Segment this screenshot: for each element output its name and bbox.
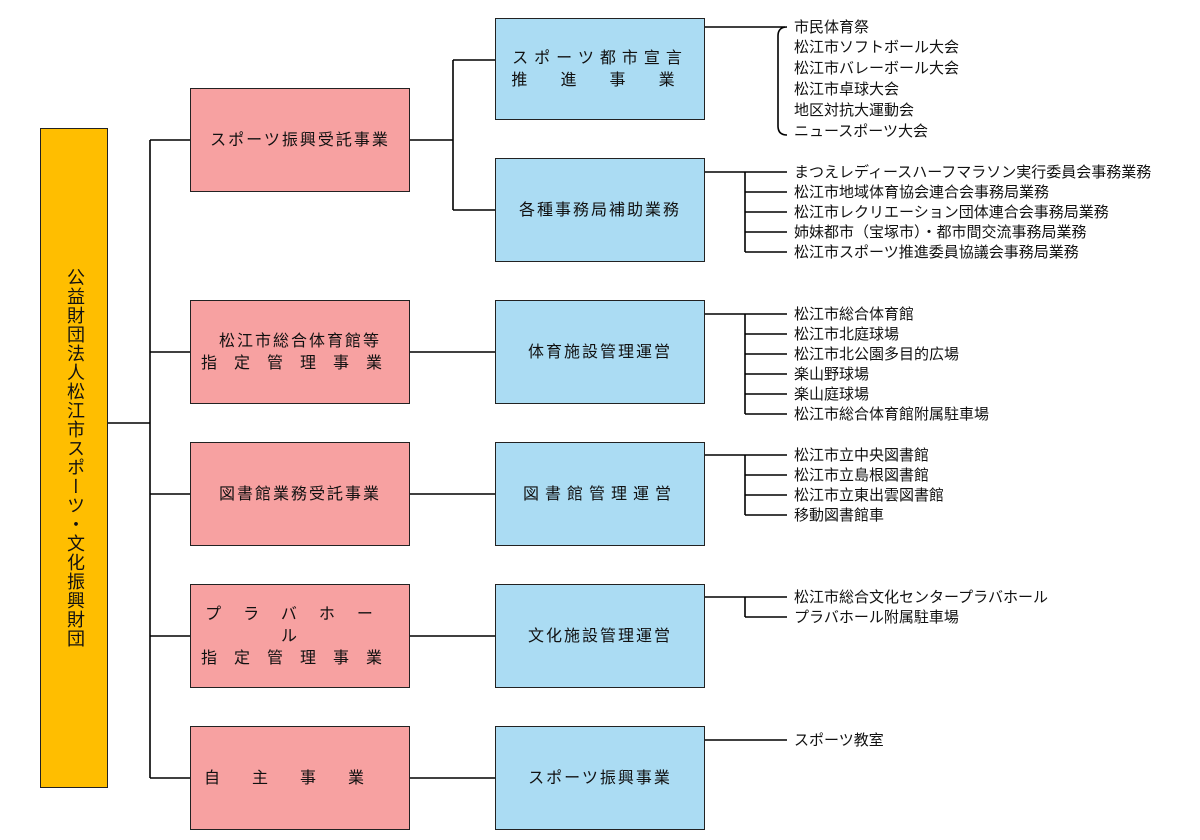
list-item: 松江市レクリエーション団体連合会事務局業務 [794,203,1109,221]
list-item: 松江市ソフトボール大会 [794,38,960,56]
list-item: まつえレディースハーフマラソン実行委員会事務業務 [794,163,1152,181]
list-item: 松江市卓球大会 [794,80,900,98]
sub-label: スポーツ振興事業 [528,768,672,787]
list-item: 楽山野球場 [794,365,870,383]
org-root-box: 公益財団法人松江市スポーツ・文化振興財団 [40,128,108,788]
list-item: 松江市総合体育館附属駐車場 [794,405,990,423]
sub-sports-facility-management: 体育施設管理運営 [495,300,705,404]
category-label: 図書館業務受託事業 [218,484,381,503]
list-item: 楽山庭球場 [794,385,870,403]
list-item: 松江市立島根図書館 [794,466,930,484]
category-independent-projects: 自主事業 [190,726,410,830]
category-label: 自主事業 [203,768,396,787]
sub-library-management: 図書館管理運営 [495,442,705,546]
org-name: 公益財団法人松江市スポーツ・文化振興財団 [64,268,85,648]
list-item: 松江市地域体育協会連合会事務局業務 [794,183,1050,201]
sub-sports-city-declaration: スポーツ都市宣言 推 進 事 業 [495,18,705,120]
list-item: プラバホール附属駐車場 [794,608,959,626]
sub-label: 文化施設管理運営 [527,626,672,645]
list-item: 移動図書館車 [794,506,885,524]
sub-label: 図書館管理運営 [522,484,677,503]
sub-label: 推 進 事 業 [511,70,689,89]
sub-cultural-facility-management: 文化施設管理運営 [495,584,705,688]
list-item: 松江市バレーボール大会 [794,59,960,77]
category-label: 指定管理事業 [200,648,399,667]
list-item: 松江市北庭球場 [794,325,900,343]
list-item: スポーツ教室 [794,731,884,749]
sub-label: スポーツ都市宣言 [512,48,688,67]
sub-label: 各種事務局補助業務 [518,200,681,219]
list-item: 姉妹都市（宝塚市）・都市間交流事務局業務 [794,223,1087,241]
category-plabahall-designated-management: プラバホール 指定管理事業 [190,584,410,688]
sub-sports-promotion: スポーツ振興事業 [495,726,705,830]
list-item: 市民体育祭 [794,18,870,36]
list-item: 松江市総合文化センタープラバホール [794,588,1048,606]
list-item: 松江市立東出雲図書館 [794,486,945,504]
category-label: 指定管理事業 [200,353,399,372]
list-item: ニュースポーツ大会 [794,122,928,140]
category-label: スポーツ振興受託事業 [210,130,390,149]
category-label: 松江市総合体育館等 [218,331,381,350]
category-sports-promotion-contract: スポーツ振興受託事業 [190,88,410,192]
list-item: 地区対抗大運動会 [794,101,915,119]
sub-secretariat-assistance: 各種事務局補助業務 [495,158,705,262]
category-gymnasium-designated-management: 松江市総合体育館等 指定管理事業 [190,300,410,404]
sub-label: 体育施設管理運営 [527,342,672,361]
category-library-contract: 図書館業務受託事業 [190,442,410,546]
list-item: 松江市総合体育館 [794,305,915,323]
category-label: プラバホール [205,604,395,645]
list-item: 松江市立中央図書館 [794,446,930,464]
list-item: 松江市スポーツ推進委員協議会事務局業務 [794,243,1079,261]
list-item: 松江市北公園多目的広場 [794,345,960,363]
